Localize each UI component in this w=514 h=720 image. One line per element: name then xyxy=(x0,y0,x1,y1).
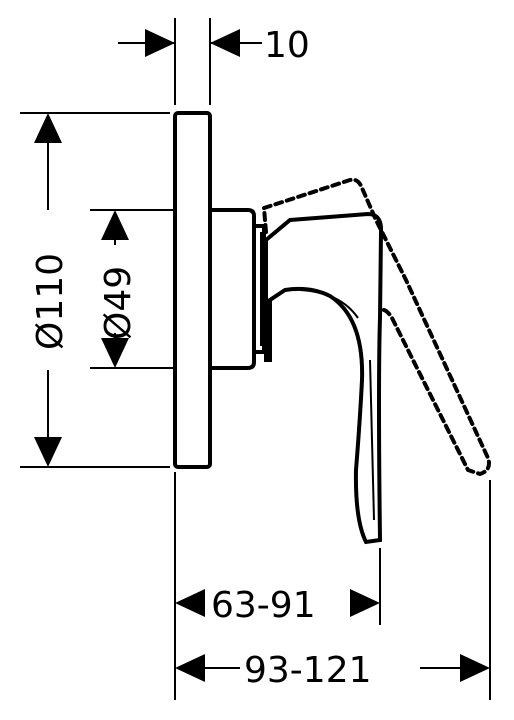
dim-label-lever-short: 63-91 xyxy=(211,585,316,626)
arrowhead xyxy=(34,113,62,143)
dim-label-plate-thickness: 10 xyxy=(264,25,310,66)
arrowhead xyxy=(460,654,490,682)
dimension-lever-projection-long: 93-121 xyxy=(175,480,491,700)
arrowhead xyxy=(145,29,175,57)
arrowhead xyxy=(34,437,62,467)
arrowhead xyxy=(175,589,205,617)
dim-label-body-diameter: Ø49 xyxy=(98,266,139,340)
arrowhead xyxy=(175,654,205,682)
arrowhead xyxy=(101,338,129,368)
dimension-body-diameter: Ø49 xyxy=(90,209,175,369)
dimension-lever-projection-short: 63-91 xyxy=(174,472,381,700)
dim-label-lever-long: 93-121 xyxy=(244,650,372,691)
arrowhead xyxy=(210,29,240,57)
arrowhead xyxy=(350,589,380,617)
lever-grip-line xyxy=(369,359,375,521)
wall-plate xyxy=(173,111,212,469)
dimension-plate-thickness: 10 xyxy=(118,18,310,105)
lever-alt-position xyxy=(262,177,491,476)
cartridge-body xyxy=(210,208,256,370)
lever-edge-inner xyxy=(299,289,359,319)
arrowhead xyxy=(101,210,129,240)
dimension-plate-diameter: Ø110 xyxy=(20,112,170,468)
lever-handle xyxy=(264,211,384,545)
dim-label-plate-diameter: Ø110 xyxy=(30,253,71,350)
